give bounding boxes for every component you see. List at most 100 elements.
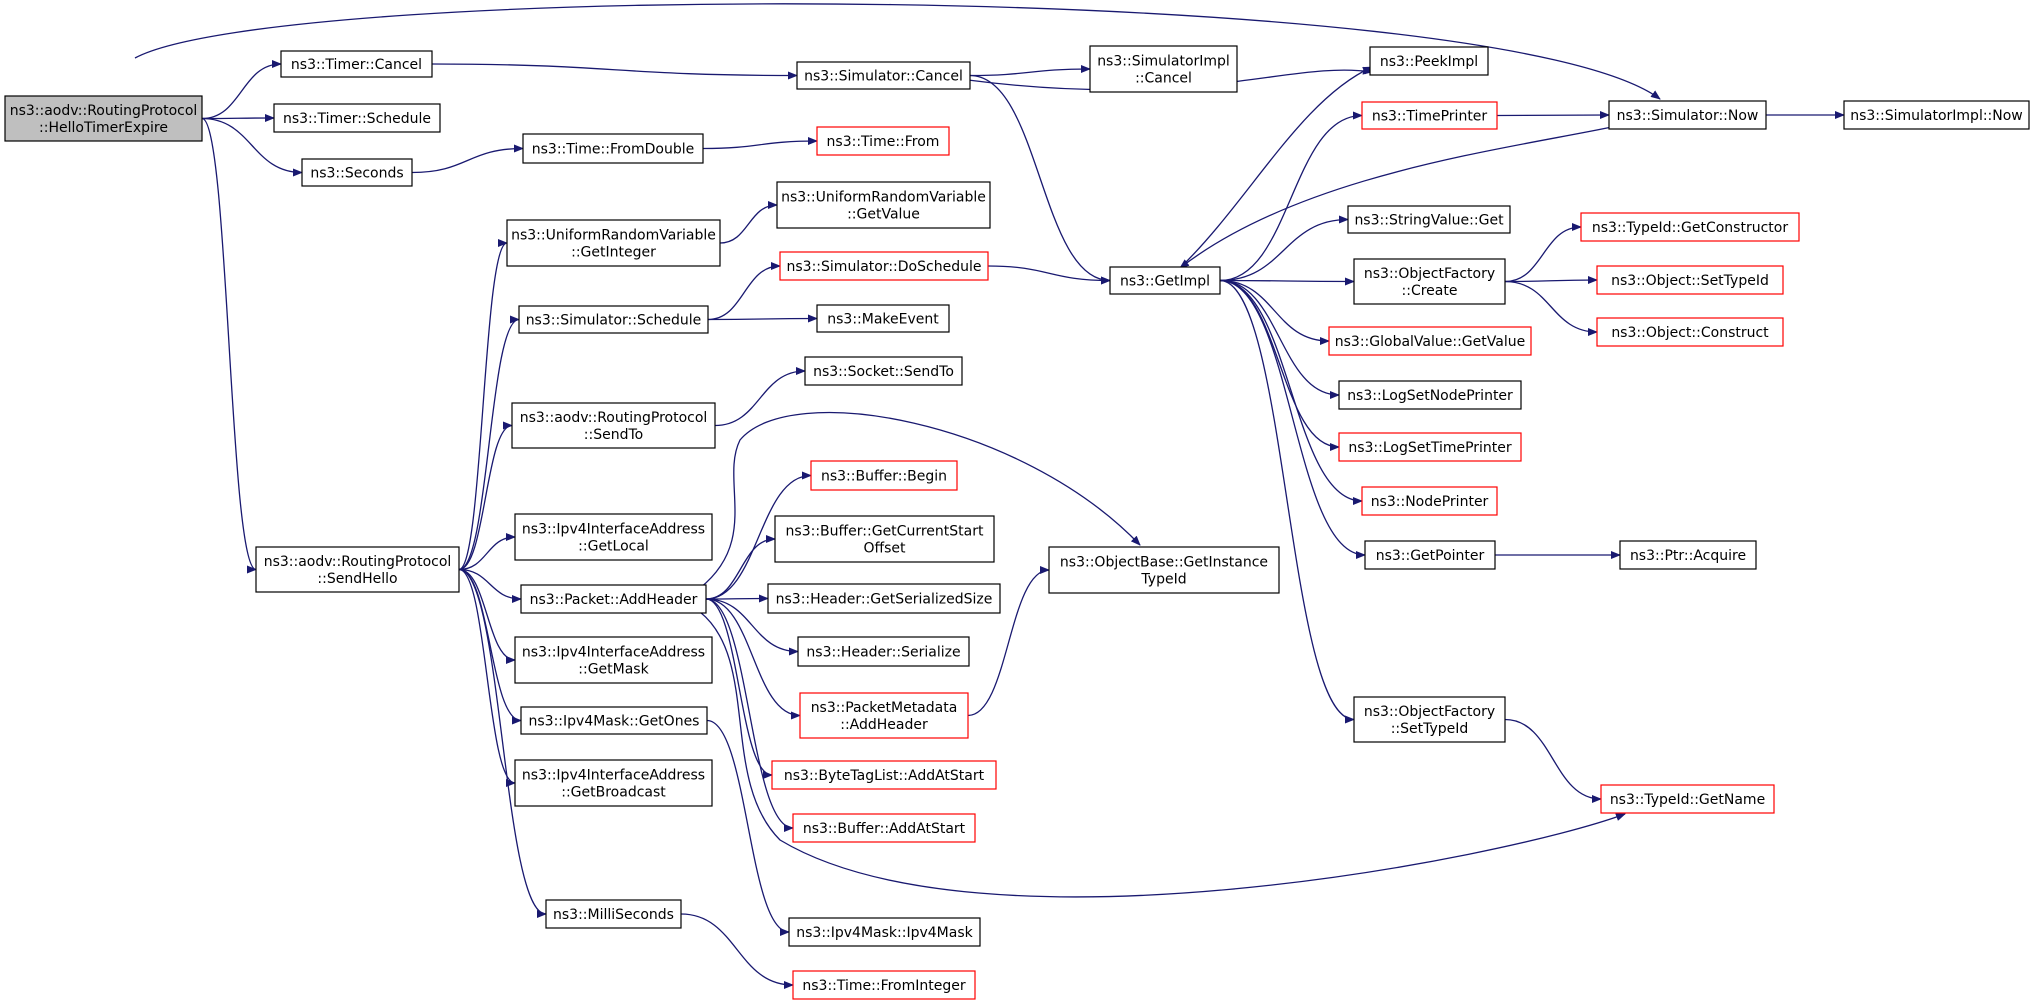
node-ipv4ia-getlocal[interactable]: ns3::Ipv4InterfaceAddress::GetLocal <box>514 513 713 561</box>
node-nodeprinter[interactable]: ns3::NodePrinter <box>1361 486 1498 516</box>
node-buffer-begin[interactable]: ns3::Buffer::Begin <box>810 460 958 491</box>
node-ptr-acquire[interactable]: ns3::Ptr::Acquire <box>1619 540 1757 570</box>
edge-ipv4mask-getones-to-ipv4mask-ipv4mask <box>706 719 790 936</box>
node-box <box>816 126 950 156</box>
node-box <box>301 158 413 187</box>
node-label: ::SendTo <box>584 427 643 443</box>
node-typeid-getconstructor[interactable]: ns3::TypeId::GetConstructor <box>1580 212 1800 242</box>
node-box <box>506 219 721 267</box>
node-label: ns3::Ptr::Acquire <box>1630 548 1746 564</box>
node-socket-sendto[interactable]: ns3::Socket::SendTo <box>804 356 963 386</box>
edge-time-fromdouble-to-time-from <box>702 137 818 150</box>
node-box <box>511 402 716 449</box>
node-label: ns3::SimulatorImpl::Now <box>1850 108 2023 124</box>
node-timeprinter[interactable]: ns3::TimePrinter <box>1361 101 1498 130</box>
node-box <box>514 513 713 561</box>
node-box <box>1353 696 1506 743</box>
node-ipv4mask-getones[interactable]: ns3::Ipv4Mask::GetOnes <box>520 706 708 735</box>
node-simulatorimpl-now[interactable]: ns3::SimulatorImpl::Now <box>1843 100 2030 130</box>
node-label: ns3::aodv::RoutingProtocol <box>10 103 198 119</box>
node-box <box>771 760 997 790</box>
node-box <box>1608 100 1767 130</box>
node-getpointer[interactable]: ns3::GetPointer <box>1364 540 1496 570</box>
edge-packet-addheader-to-buffer-getcurrentstartoffset <box>705 535 776 600</box>
node-label: ns3::Buffer::Begin <box>821 469 947 485</box>
node-packetmetadata-addheader[interactable]: ns3::PacketMetadata::AddHeader <box>799 692 969 739</box>
edge-urv-getinteger-to-urv-getvalue <box>719 201 778 244</box>
node-milliseconds[interactable]: ns3::MilliSeconds <box>545 899 682 929</box>
node-logsetnodeprinter[interactable]: ns3::LogSetNodePrinter <box>1338 380 1522 410</box>
node-box <box>1596 317 1784 347</box>
node-urv-getvalue[interactable]: ns3::UniformRandomVariable::GetValue <box>776 181 991 229</box>
edge-rp-sendhello-to-packet-addheader <box>458 568 522 603</box>
node-label: ns3::ObjectFactory <box>1364 704 1495 720</box>
node-time-frominteger[interactable]: ns3::Time::FromInteger <box>792 970 976 1000</box>
node-box <box>1338 380 1522 410</box>
node-globalvalue-getvalue[interactable]: ns3::GlobalValue::GetValue <box>1328 326 1532 356</box>
edge-rp-sendhello-to-ipv4ia-getbroadcast <box>458 568 516 787</box>
node-timer-schedule[interactable]: ns3::Timer::Schedule <box>273 103 441 133</box>
node-packet-addheader[interactable]: ns3::Packet::AddHeader <box>520 584 707 614</box>
node-getimpl[interactable]: ns3::GetImpl <box>1109 266 1221 295</box>
edge-getimpl-to-timeprinter <box>1219 111 1363 282</box>
node-object-settypeid[interactable]: ns3::Object::SetTypeId <box>1596 265 1784 295</box>
node-objectfactory-settypeid[interactable]: ns3::ObjectFactory::SetTypeId <box>1353 696 1506 743</box>
node-stringvalue-get[interactable]: ns3::StringValue::Get <box>1347 205 1511 234</box>
node-bytetaglist-addatstart[interactable]: ns3::ByteTagList::AddAtStart <box>771 760 997 790</box>
edge-getimpl-to-nodeprinter <box>1219 279 1363 505</box>
node-object-construct[interactable]: ns3::Object::Construct <box>1596 317 1784 347</box>
node-buffer-addatstart[interactable]: ns3::Buffer::AddAtStart <box>792 813 976 843</box>
node-box <box>1347 205 1511 234</box>
edges-layer <box>134 3 1845 989</box>
node-simulator-schedule[interactable]: ns3::Simulator::Schedule <box>518 305 709 334</box>
edge-rp-sendto-to-socket-sendto <box>714 367 806 427</box>
node-ipv4ia-getmask[interactable]: ns3::Ipv4InterfaceAddress::GetMask <box>514 636 713 684</box>
node-hello-timer-expire[interactable]: ns3::aodv::RoutingProtocol::HelloTimerEx… <box>4 95 203 142</box>
node-simulator-now[interactable]: ns3::Simulator::Now <box>1608 100 1767 130</box>
node-objectfactory-create[interactable]: ns3::ObjectFactory::Create <box>1353 258 1506 305</box>
node-label: ::AddHeader <box>840 717 928 733</box>
node-box <box>788 917 981 947</box>
node-typeid-getname[interactable]: ns3::TypeId::GetName <box>1600 784 1775 814</box>
node-box <box>1600 784 1775 814</box>
node-box <box>1596 265 1784 295</box>
node-box <box>522 133 704 164</box>
node-label: ns3::Ipv4Mask::GetOnes <box>529 714 700 730</box>
node-box <box>774 515 995 563</box>
node-box <box>1089 45 1238 93</box>
node-peekimpl[interactable]: ns3::PeekImpl <box>1369 46 1489 76</box>
node-label: ::SetTypeId <box>1391 721 1469 737</box>
node-box <box>1361 486 1498 516</box>
node-simulatorimpl-cancel[interactable]: ns3::SimulatorImpl::Cancel <box>1089 45 1238 93</box>
node-rp-sendto[interactable]: ns3::aodv::RoutingProtocol::SendTo <box>511 402 716 449</box>
edge-packetmetadata-addheader-to-objectbase-getinstancetypeid <box>967 566 1050 717</box>
node-rp-sendhello[interactable]: ns3::aodv::RoutingProtocol::SendHello <box>255 546 460 593</box>
edge-rp-sendhello-to-urv-getinteger <box>458 239 508 571</box>
node-seconds[interactable]: ns3::Seconds <box>301 158 413 187</box>
node-box <box>1843 100 2030 130</box>
node-label: ns3::GlobalValue::GetValue <box>1335 334 1525 350</box>
node-simulator-doschedule[interactable]: ns3::Simulator::DoSchedule <box>779 251 989 281</box>
node-ipv4ia-getbroadcast[interactable]: ns3::Ipv4InterfaceAddress::GetBroadcast <box>514 759 713 807</box>
node-label: ns3::Object::Construct <box>1611 325 1769 341</box>
node-box <box>520 706 708 735</box>
node-header-getserializedsize[interactable]: ns3::Header::GetSerializedSize <box>767 583 1001 614</box>
node-label: ns3::Timer::Schedule <box>283 111 431 127</box>
node-urv-getinteger[interactable]: ns3::UniformRandomVariable::GetInteger <box>506 219 721 267</box>
node-label: ns3::Ipv4Mask::Ipv4Mask <box>796 925 973 941</box>
node-label: ns3::TimePrinter <box>1372 109 1488 125</box>
node-simulator-cancel[interactable]: ns3::Simulator::Cancel <box>796 61 971 90</box>
edge-objectfactory-create-to-typeid-getconstructor <box>1504 223 1582 283</box>
node-ipv4mask-ipv4mask[interactable]: ns3::Ipv4Mask::Ipv4Mask <box>788 917 981 947</box>
node-header-serialize[interactable]: ns3::Header::Serialize <box>797 636 970 667</box>
node-time-from[interactable]: ns3::Time::From <box>816 126 950 156</box>
node-box <box>792 813 976 843</box>
node-logsettimeprinter[interactable]: ns3::LogSetTimePrinter <box>1338 432 1522 462</box>
edge-getimpl-to-getpointer <box>1219 279 1366 559</box>
node-timer-cancel[interactable]: ns3::Timer::Cancel <box>280 50 433 78</box>
node-makeevent[interactable]: ns3::MakeEvent <box>816 304 950 333</box>
node-time-fromdouble[interactable]: ns3::Time::FromDouble <box>522 133 704 164</box>
